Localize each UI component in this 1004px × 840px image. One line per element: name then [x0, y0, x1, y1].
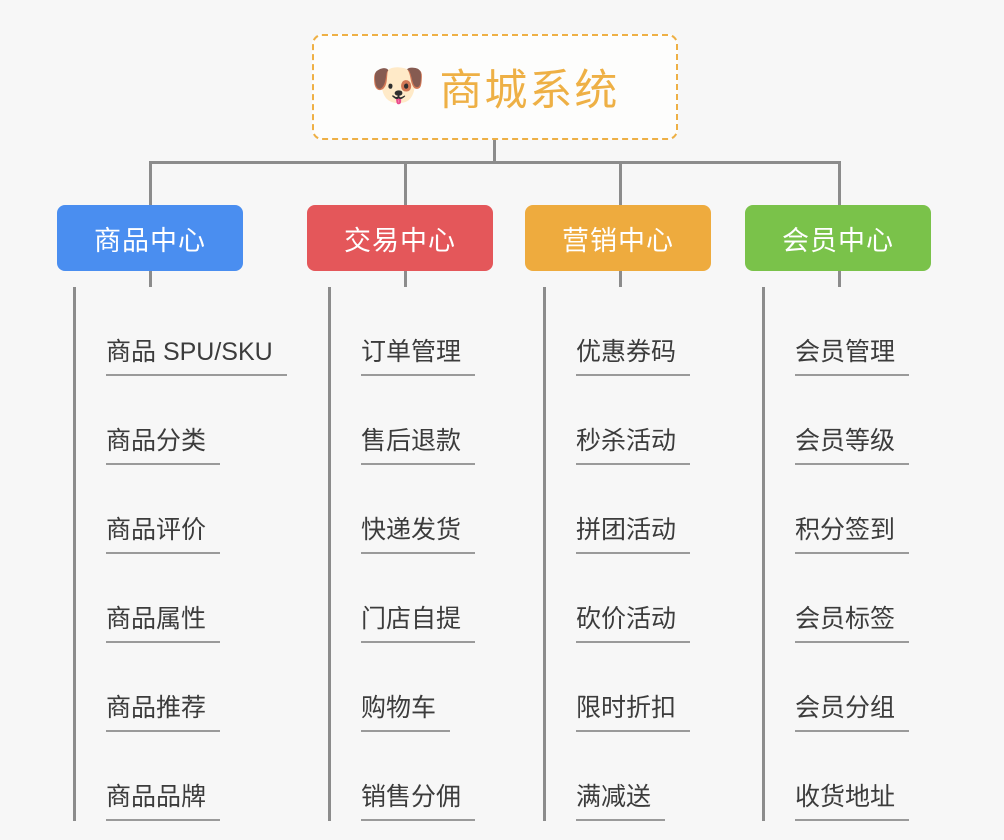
- branch-column-marketing: 营销中心 优惠券码 秒杀活动 拼团活动 砍价活动 限时折扣 满减送: [525, 205, 711, 821]
- connector-horizontal-bus: [149, 161, 841, 164]
- leaf-label: 优惠券码: [576, 338, 691, 376]
- list-item[interactable]: 满减送: [546, 732, 690, 821]
- connector-branch-stub: [404, 271, 407, 287]
- list-item[interactable]: 会员管理: [765, 287, 910, 376]
- branch-header-label: 会员中心: [782, 225, 894, 256]
- connector-branch-stub: [838, 271, 841, 287]
- leaf-label: 拼团活动: [576, 516, 691, 554]
- list-item[interactable]: 商品评价: [76, 465, 287, 554]
- leaf-label: 商品推荐: [106, 694, 221, 732]
- list-item[interactable]: 门店自提: [331, 554, 476, 643]
- branch-header-label: 商品中心: [94, 225, 206, 256]
- leaf-list-member: 会员管理 会员等级 积分签到 会员标签 会员分组 收货地址: [762, 287, 910, 821]
- leaf-label: 商品品牌: [106, 783, 221, 821]
- list-item[interactable]: 收货地址: [765, 732, 910, 821]
- root-node[interactable]: 🐶 商城系统: [312, 34, 678, 140]
- leaf-label: 收货地址: [795, 783, 910, 821]
- leaf-label: 商品 SPU/SKU: [106, 338, 287, 376]
- leaf-label: 会员标签: [795, 605, 910, 643]
- list-item[interactable]: 快递发货: [331, 465, 476, 554]
- list-item[interactable]: 积分签到: [765, 465, 910, 554]
- list-item[interactable]: 售后退款: [331, 376, 476, 465]
- list-item[interactable]: 订单管理: [331, 287, 476, 376]
- leaf-label: 门店自提: [361, 605, 476, 643]
- list-item[interactable]: 商品 SPU/SKU: [76, 287, 287, 376]
- leaf-label: 积分签到: [795, 516, 910, 554]
- branch-header-label: 交易中心: [344, 225, 456, 256]
- branch-column-member: 会员中心 会员管理 会员等级 积分签到 会员标签 会员分组 收货地址: [745, 205, 931, 821]
- connector-drop-branch-0: [149, 161, 152, 205]
- leaf-list-product: 商品 SPU/SKU 商品分类 商品评价 商品属性 商品推荐 商品品牌: [73, 287, 287, 821]
- leaf-label: 秒杀活动: [576, 427, 691, 465]
- list-item[interactable]: 会员等级: [765, 376, 910, 465]
- list-item[interactable]: 会员标签: [765, 554, 910, 643]
- list-item[interactable]: 商品属性: [76, 554, 287, 643]
- list-item[interactable]: 销售分佣: [331, 732, 476, 821]
- connector-drop-branch-1: [404, 161, 407, 205]
- list-item[interactable]: 购物车: [331, 643, 475, 732]
- leaf-label: 限时折扣: [576, 694, 691, 732]
- leaf-label: 砍价活动: [576, 605, 691, 643]
- branch-column-trade: 交易中心 订单管理 售后退款 快递发货 门店自提 购物车 销售分佣: [307, 205, 493, 821]
- branch-header-trade[interactable]: 交易中心: [307, 205, 493, 271]
- leaf-label: 会员分组: [795, 694, 910, 732]
- connector-branch-stub: [149, 271, 152, 287]
- root-title: 商城系统: [439, 67, 620, 115]
- list-item[interactable]: 优惠券码: [546, 287, 691, 376]
- branch-header-marketing[interactable]: 营销中心: [525, 205, 711, 271]
- list-item[interactable]: 秒杀活动: [546, 376, 691, 465]
- leaf-label: 购物车: [361, 694, 451, 732]
- list-item[interactable]: 会员分组: [765, 643, 910, 732]
- branch-header-label: 营销中心: [562, 225, 674, 256]
- connector-drop-branch-3: [838, 161, 841, 205]
- leaf-label: 订单管理: [361, 338, 476, 376]
- leaf-label: 快递发货: [361, 516, 476, 554]
- list-item[interactable]: 拼团活动: [546, 465, 691, 554]
- branch-header-member[interactable]: 会员中心: [745, 205, 931, 271]
- leaf-label: 满减送: [576, 783, 666, 821]
- leaf-list-marketing: 优惠券码 秒杀活动 拼团活动 砍价活动 限时折扣 满减送: [543, 287, 691, 821]
- leaf-list-trade: 订单管理 售后退款 快递发货 门店自提 购物车 销售分佣: [328, 287, 476, 821]
- connector-drop-branch-2: [619, 161, 622, 205]
- leaf-label: 商品属性: [106, 605, 221, 643]
- connector-root-vertical: [493, 140, 496, 164]
- leaf-label: 商品分类: [106, 427, 221, 465]
- connector-branch-stub: [619, 271, 622, 287]
- leaf-label: 销售分佣: [361, 783, 476, 821]
- list-item[interactable]: 限时折扣: [546, 643, 691, 732]
- leaf-label: 会员等级: [795, 427, 910, 465]
- list-item[interactable]: 商品推荐: [76, 643, 287, 732]
- dog-face-icon: 🐶: [370, 61, 426, 110]
- branch-header-product[interactable]: 商品中心: [57, 205, 243, 271]
- leaf-label: 售后退款: [361, 427, 476, 465]
- leaf-label: 商品评价: [106, 516, 221, 554]
- leaf-label: 会员管理: [795, 338, 910, 376]
- list-item[interactable]: 砍价活动: [546, 554, 691, 643]
- list-item[interactable]: 商品品牌: [76, 732, 287, 821]
- branch-column-product: 商品中心 商品 SPU/SKU 商品分类 商品评价 商品属性 商品推荐 商品品牌: [57, 205, 287, 821]
- list-item[interactable]: 商品分类: [76, 376, 287, 465]
